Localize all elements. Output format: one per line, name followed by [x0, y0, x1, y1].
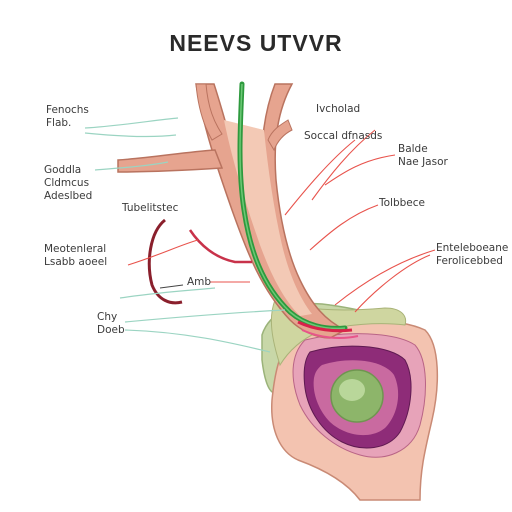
red-junction-2 — [301, 329, 359, 339]
left-branch — [117, 149, 224, 173]
pointer-line — [159, 284, 184, 289]
label-chy-line-1: Chy — [97, 311, 118, 323]
label-balde-line-2: Nae Jasor — [398, 156, 448, 168]
label-amb-line-1: Amb — [187, 276, 212, 288]
left-upper-split — [195, 83, 223, 141]
red-junction — [297, 320, 353, 333]
label-ivcholad-line-1: Ivcholad — [316, 103, 361, 115]
label-enteleboeane: Enteleboeane Ferolicebbed — [436, 242, 508, 268]
label-tubelitstec: Tubelitstec — [122, 202, 178, 215]
label-soccal: Soccal dfnasds — [304, 130, 382, 143]
green-nerve-highlight — [239, 83, 346, 330]
label-soccal-line-1: Soccal dfnasds — [304, 130, 383, 142]
dark-vessel-red — [188, 229, 252, 264]
red-leaders — [127, 129, 436, 313]
main-tube-inner — [224, 120, 312, 316]
label-amb: Amb — [187, 276, 211, 289]
label-tubelitstec-line-1: Tubelitstec — [122, 202, 179, 214]
teal-leaders — [84, 117, 286, 353]
label-fenochs: Fenochs Flab. — [46, 104, 89, 130]
right-branch — [267, 119, 293, 152]
diagram-title: NEEVS UTVVR — [169, 30, 343, 56]
label-fenochs-line-1: Fenochs — [46, 104, 89, 116]
label-meotenleral-line-2: Lsabb aoeel — [44, 256, 108, 268]
dark-vessel — [147, 218, 183, 305]
label-ivcholad: Ivcholad — [316, 103, 360, 116]
label-enteleboeane-line-2: Ferolicebbed — [436, 255, 503, 267]
label-balde: Balde Nae Jasor — [398, 143, 448, 169]
label-balde-line-1: Balde — [398, 143, 428, 155]
label-tolbbece-line-1: Tolbbece — [379, 197, 425, 209]
organ-core-highlight — [339, 379, 365, 401]
label-chy-line-2: Doeb — [97, 324, 125, 336]
label-chy: Chy Doeb — [97, 311, 125, 337]
label-tolbbece: Tolbbece — [379, 197, 425, 210]
label-goddla-line-1: Goddla — [44, 164, 82, 176]
label-goddla: Goddla Cldmcus Adeslbed — [44, 164, 92, 203]
label-meotenleral-line-1: Meotenleral — [44, 243, 107, 255]
label-fenochs-line-2: Flab. — [46, 117, 72, 129]
label-goddla-line-3: Adeslbed — [44, 190, 93, 202]
label-meotenleral: Meotenleral Lsabb aoeel — [44, 243, 107, 269]
label-enteleboeane-line-1: Enteleboeane — [436, 242, 509, 254]
label-goddla-line-2: Cldmcus — [44, 177, 90, 189]
